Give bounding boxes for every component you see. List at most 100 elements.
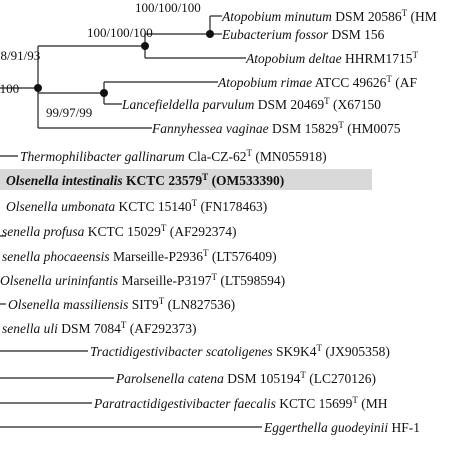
strain: DSM 15829 <box>269 121 339 136</box>
accession: (X67150 <box>330 97 382 112</box>
accession: (FN178463) <box>197 199 267 214</box>
strain: ATCC 49626 <box>312 75 387 90</box>
strain: KCTC 23579 <box>123 173 203 188</box>
node-dot <box>206 30 214 38</box>
taxon-label: Atopobium minutum DSM 20586T (HM <box>221 8 437 24</box>
bootstrap-labels: 100/100/100 100/100/100 78/91/93 /100 99… <box>0 0 201 120</box>
species-name: Eggerthella guodeyinii <box>263 420 388 435</box>
accession: (LC270126) <box>306 371 376 386</box>
species-name: Lancefieldella parvulum <box>121 97 255 112</box>
strain: DSM 20586 <box>332 9 402 24</box>
strain: DSM 156 <box>328 27 385 42</box>
species-name: senella uli <box>2 321 58 336</box>
species-name: Atopobium minutum <box>221 9 332 24</box>
type-marker: T <box>159 296 165 306</box>
strain: KCTC 15029 <box>84 224 161 239</box>
species-name: senella profusa <box>2 224 85 239</box>
strain: SIT9 <box>128 297 159 312</box>
type-marker: T <box>247 148 253 158</box>
node-dot <box>141 42 149 50</box>
taxon-label: senella profusa KCTC 15029T (AF292374) <box>2 223 237 239</box>
taxon-label: Atopobium rimae ATCC 49626T (AF <box>217 74 418 90</box>
strain: SK9K4 <box>273 344 317 359</box>
taxon-label: Olsenella umbonata KCTC 15140T (FN178463… <box>6 198 267 214</box>
strain: DSM 7084 <box>58 321 121 336</box>
type-marker: T <box>413 50 419 60</box>
type-marker: T <box>121 320 127 330</box>
bootstrap-value: 78/91/93 <box>0 48 40 63</box>
type-marker: T <box>317 343 323 353</box>
type-marker: T <box>192 198 198 208</box>
taxon-label: senella uli DSM 7084T (AF292373) <box>2 320 197 336</box>
type-marker: T <box>202 172 208 182</box>
taxon-label: Fannyhessea vaginae DSM 15829T (HM0075 <box>151 120 401 136</box>
species-name: Tractidigestivibacter scatoligenes <box>90 344 273 359</box>
strain: KCTC 15140 <box>115 199 192 214</box>
species-name: Parolsenella catena <box>115 371 224 386</box>
type-marker: T <box>386 74 392 84</box>
species-name: Fannyhessea vaginae <box>151 121 269 136</box>
accession: (HM0075 <box>344 121 401 136</box>
taxon-label: Atopobium deltae HHRM1715T <box>245 50 419 66</box>
type-marker: T <box>352 395 358 405</box>
type-marker: T <box>203 248 209 258</box>
species-name: senella phocaeensis <box>2 249 110 264</box>
species-name: Olsenella urininfantis <box>0 273 118 288</box>
taxon-label-highlighted: Olsenella intestinalis KCTC 23579T (OM53… <box>6 172 284 188</box>
tree-branches <box>0 15 262 428</box>
accession: (AF292374) <box>166 224 236 239</box>
species-name: Olsenella massiliensis <box>8 297 128 312</box>
type-marker: T <box>338 120 344 130</box>
bootstrap-value: 100/100/100 <box>135 0 201 15</box>
accession: (OM533390) <box>208 173 284 188</box>
species-name: Olsenella intestinalis <box>6 173 123 188</box>
strain: Marseille-P2936 <box>110 249 204 264</box>
species-name: Paratractidigestivibacter faecalis <box>93 396 276 411</box>
type-marker: T <box>300 370 306 380</box>
tree-nodes <box>34 30 214 97</box>
taxon-label: Paratractidigestivibacter faecalis KCTC … <box>93 395 388 411</box>
strain: Cla-CZ-62 <box>185 149 247 164</box>
accession: (AF <box>392 75 418 90</box>
taxon-label: Parolsenella catena DSM 105194T (LC27012… <box>115 370 376 386</box>
accession: (LN827536) <box>164 297 235 312</box>
accession: (LT576409) <box>208 249 276 264</box>
accession: (LT598594) <box>217 273 285 288</box>
strain: Marseille-P3197 <box>118 273 212 288</box>
accession: (MH <box>358 396 388 411</box>
species-name: Thermophilibacter gallinarum <box>20 149 185 164</box>
type-marker: T <box>212 272 218 282</box>
strain: HHRM1715 <box>342 51 413 66</box>
taxon-label: senella phocaeensis Marseille-P2936T (LT… <box>2 248 277 264</box>
taxon-label: Olsenella urininfantis Marseille-P3197T … <box>0 272 285 288</box>
type-marker: T <box>324 96 330 106</box>
species-name: Eubacterium fossor <box>221 27 329 42</box>
type-marker: T <box>161 223 167 233</box>
taxon-label: Eggerthella guodeyinii HF-1 <box>263 420 420 435</box>
bootstrap-value: 99/97/99 <box>46 105 92 120</box>
strain: HF-1 <box>388 420 420 435</box>
highlight-box <box>0 169 372 190</box>
accession: (JX905358) <box>322 344 390 359</box>
taxon-labels: Atopobium minutum DSM 20586T (HM Eubacte… <box>0 8 437 435</box>
taxon-label: Olsenella massiliensis SIT9T (LN827536) <box>8 296 235 312</box>
taxon-label: Tractidigestivibacter scatoligenes SK9K4… <box>90 343 390 359</box>
node-dot <box>34 84 42 92</box>
strain: DSM 105194 <box>224 371 301 386</box>
taxon-label: Thermophilibacter gallinarum Cla-CZ-62T … <box>20 148 327 164</box>
accession: (MN055918) <box>252 149 327 164</box>
taxon-label: Lancefieldella parvulum DSM 20469T (X671… <box>121 96 381 112</box>
taxon-label: Eubacterium fossor DSM 156 <box>221 27 385 42</box>
species-name: Olsenella umbonata <box>6 199 115 214</box>
bootstrap-value: 100/100/100 <box>87 25 153 40</box>
accession: (AF292373) <box>126 321 196 336</box>
bootstrap-value: /100 <box>0 81 19 96</box>
accession: (HM <box>407 9 437 24</box>
strain: KCTC 15699 <box>276 396 353 411</box>
node-dot <box>100 89 108 97</box>
species-name: Atopobium deltae <box>245 51 342 66</box>
species-name: Atopobium rimae <box>217 75 312 90</box>
strain: DSM 20469 <box>254 97 324 112</box>
type-marker: T <box>402 8 408 18</box>
